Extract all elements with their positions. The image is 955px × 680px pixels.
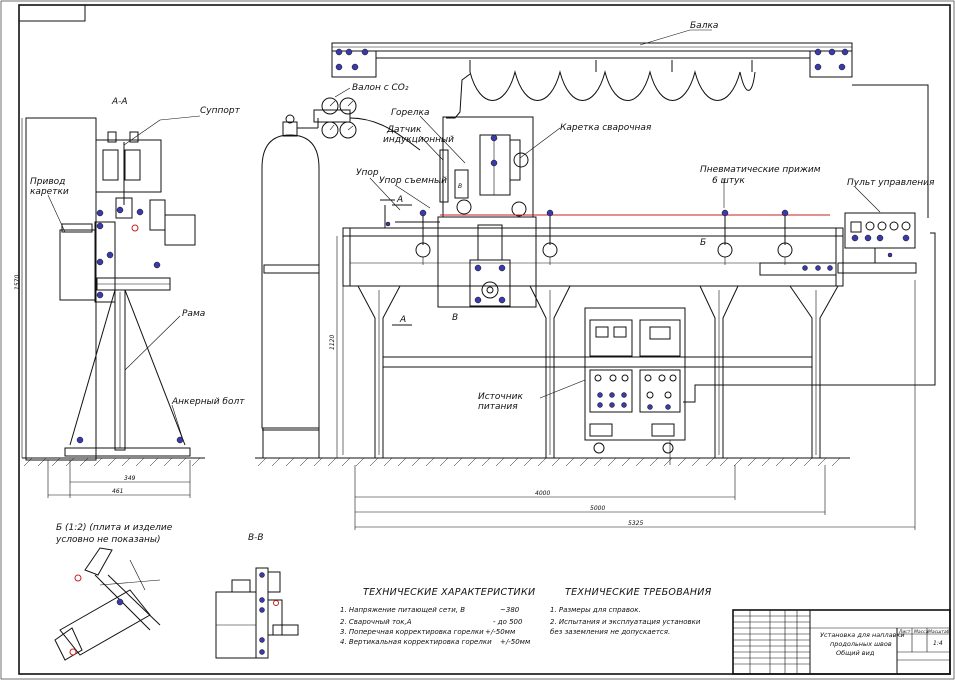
label-istochnik-2: питания [478,402,518,412]
mark-v: В [452,313,458,323]
title-name-2: продольных швов [830,640,892,648]
mark-a-top: А [396,195,403,205]
title-scale-value: 1:4 [933,640,943,647]
title-mass-header: Масса [914,629,929,635]
label-privod-2: каретки [30,187,69,197]
label-pnevmo-1: Пневматические прижим [700,165,821,175]
section-b-view [54,547,161,661]
dim-4000: 4000 [535,490,550,497]
mark-b: Б [700,238,706,248]
tech-char-title: ТЕХНИЧЕСКИЕ ХАРАКТЕРИСТИКИ [363,587,535,598]
section-aa-view [22,117,205,461]
corner-stamp-box [18,4,86,22]
section-aa-ground-hatch [23,457,201,467]
label-balon: Валон с СО₂ [352,83,409,93]
sheet-inner-border [18,4,951,675]
dim-461: 461 [112,488,123,495]
tech-char-value-4: +/-50мм [500,638,531,646]
dim-1120: 1120 [329,335,336,350]
tech-req-item-2: 2. Испытания и эксплуатация установки [550,618,701,626]
label-istochnik-1: Источник [478,392,523,402]
label-gorelka: Горелка [391,108,429,118]
title-scale-header: Масштаб [928,629,950,635]
tech-char-item-3: 3. Поперечная корректировка горелки [340,628,484,636]
label-datchik-1: Датчик [386,125,422,135]
label-support: Суппорт [200,106,241,116]
gas-cylinder [261,97,421,459]
tech-char-item-2: 2. Сварочный ток,А [340,618,412,626]
label-datchik-2: индукционный [383,135,454,145]
tech-req-item-3: без заземления не допускается. [550,628,670,636]
welding-table [342,199,844,459]
ground-hatching-main [257,457,841,467]
tech-char-value-3: +/-50мм [485,628,516,636]
title-name-1: Установка для наплавки [820,631,905,639]
label-section-aa: А-А [111,97,128,107]
title-block [732,609,951,675]
label-section-b-1: Б (1:2) (плита и изделие [56,523,173,533]
tech-req-title: ТЕХНИЧЕСКИЕ ТРЕБОВАНИЯ [565,587,712,598]
cable-festoon [469,70,756,101]
welding-carriage: В [437,116,537,308]
mark-a-bottom: А [399,315,406,325]
label-privod-1: Привод [30,177,65,187]
beam-assembly [331,29,853,78]
label-pnevmo-2: 6 штук [712,176,745,186]
label-ankerny: Анкерный болт [171,397,245,407]
label-upor: Упор [356,168,379,178]
dim-5000: 5000 [590,505,605,512]
title-name-3: Общий вид [836,649,875,657]
label-section-vv: В-В [248,533,264,543]
dim-349: 349 [124,475,136,482]
power-source [584,307,695,465]
label-section-b-2: условно не показаны) [55,535,161,545]
tech-char-item-4: 4. Вертикальная корректировка горелки [340,638,492,646]
tech-char-value-1: ~380 [500,606,520,614]
control-panel [837,212,917,274]
tech-char-item-1: 1. Напряжение питающей сети, В [340,606,465,614]
label-upor-semny: Упор съемный [379,176,447,186]
label-balka: Балка [690,21,718,31]
mark-v-carriage: В [458,183,462,190]
label-rama: Рама [182,309,205,319]
label-karetka: Каретка сварочная [560,123,652,133]
dim-5325: 5325 [628,520,643,527]
main-dimensions [336,236,916,530]
pneumatic-clamps [415,209,793,265]
tech-req-item-1: 1. Размеры для справок. [550,606,641,614]
title-sheet-header: Лист [898,629,911,635]
tech-char-value-2: - до 500 [493,618,523,626]
dim-1570: 1570 [14,275,21,290]
section-vv-view [215,567,299,659]
label-pult: Пульт управления [847,178,935,188]
